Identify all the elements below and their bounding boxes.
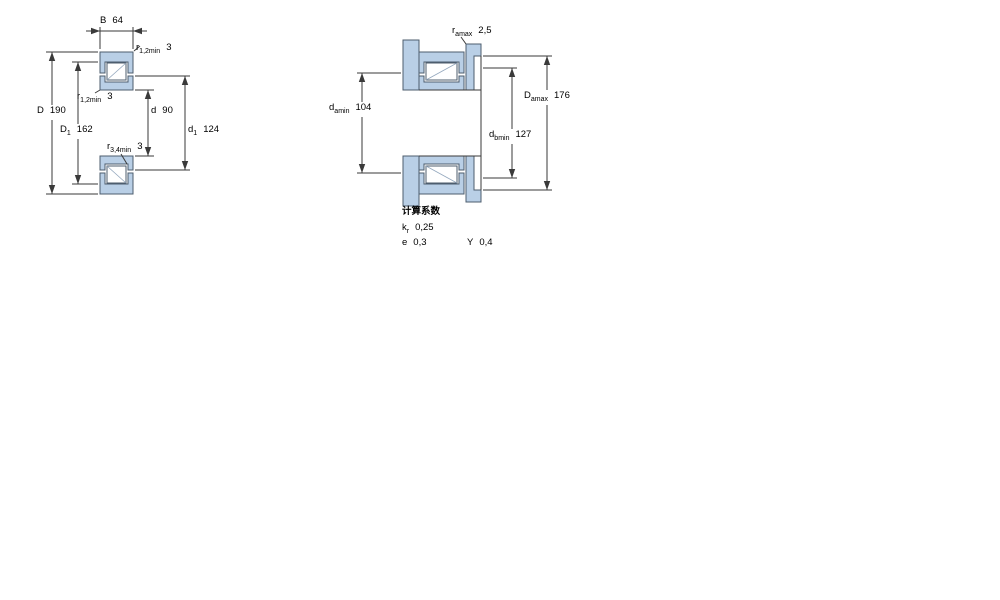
dim-d1-lines	[135, 75, 190, 171]
roller-hatch-line	[106, 62, 127, 81]
dim-Damax-lines	[483, 55, 552, 191]
right-figure-geometry	[402, 39, 482, 207]
roller-hatch-line	[106, 165, 127, 184]
left-figure-geometry	[99, 51, 134, 195]
dim-D1-lines	[72, 61, 98, 185]
leader-ramax	[460, 36, 467, 45]
left-lower-outer-ring-section	[99, 172, 134, 195]
dim-dbmin-lines	[483, 67, 517, 179]
shaft-shoulder-upper	[402, 39, 420, 91]
left-upper-outer-ring-section	[99, 51, 134, 74]
leader-lines-left	[94, 45, 141, 165]
right-lower-outer-ring-section	[418, 172, 465, 195]
dim-damin-lines	[357, 72, 401, 174]
calculation-factors-title: 计算系数	[402, 206, 441, 217]
dim-D-lines	[46, 51, 98, 195]
right-upper-outer-ring-section	[418, 51, 465, 74]
shaft-outline	[419, 56, 482, 190]
right-figure-dimension-lines	[357, 36, 552, 191]
dim-d-lines	[135, 89, 154, 157]
dim-B-lines	[86, 27, 147, 49]
left-upper-inner-ring-section	[99, 75, 134, 91]
roller-hatch-line	[425, 62, 458, 81]
shaft-shoulder-lower	[402, 155, 420, 207]
abutment-collar-lower	[465, 155, 482, 203]
left-figure-dimension-lines	[46, 27, 190, 195]
abutment-collar-upper	[465, 43, 482, 91]
roller-hatch-line	[425, 165, 458, 184]
